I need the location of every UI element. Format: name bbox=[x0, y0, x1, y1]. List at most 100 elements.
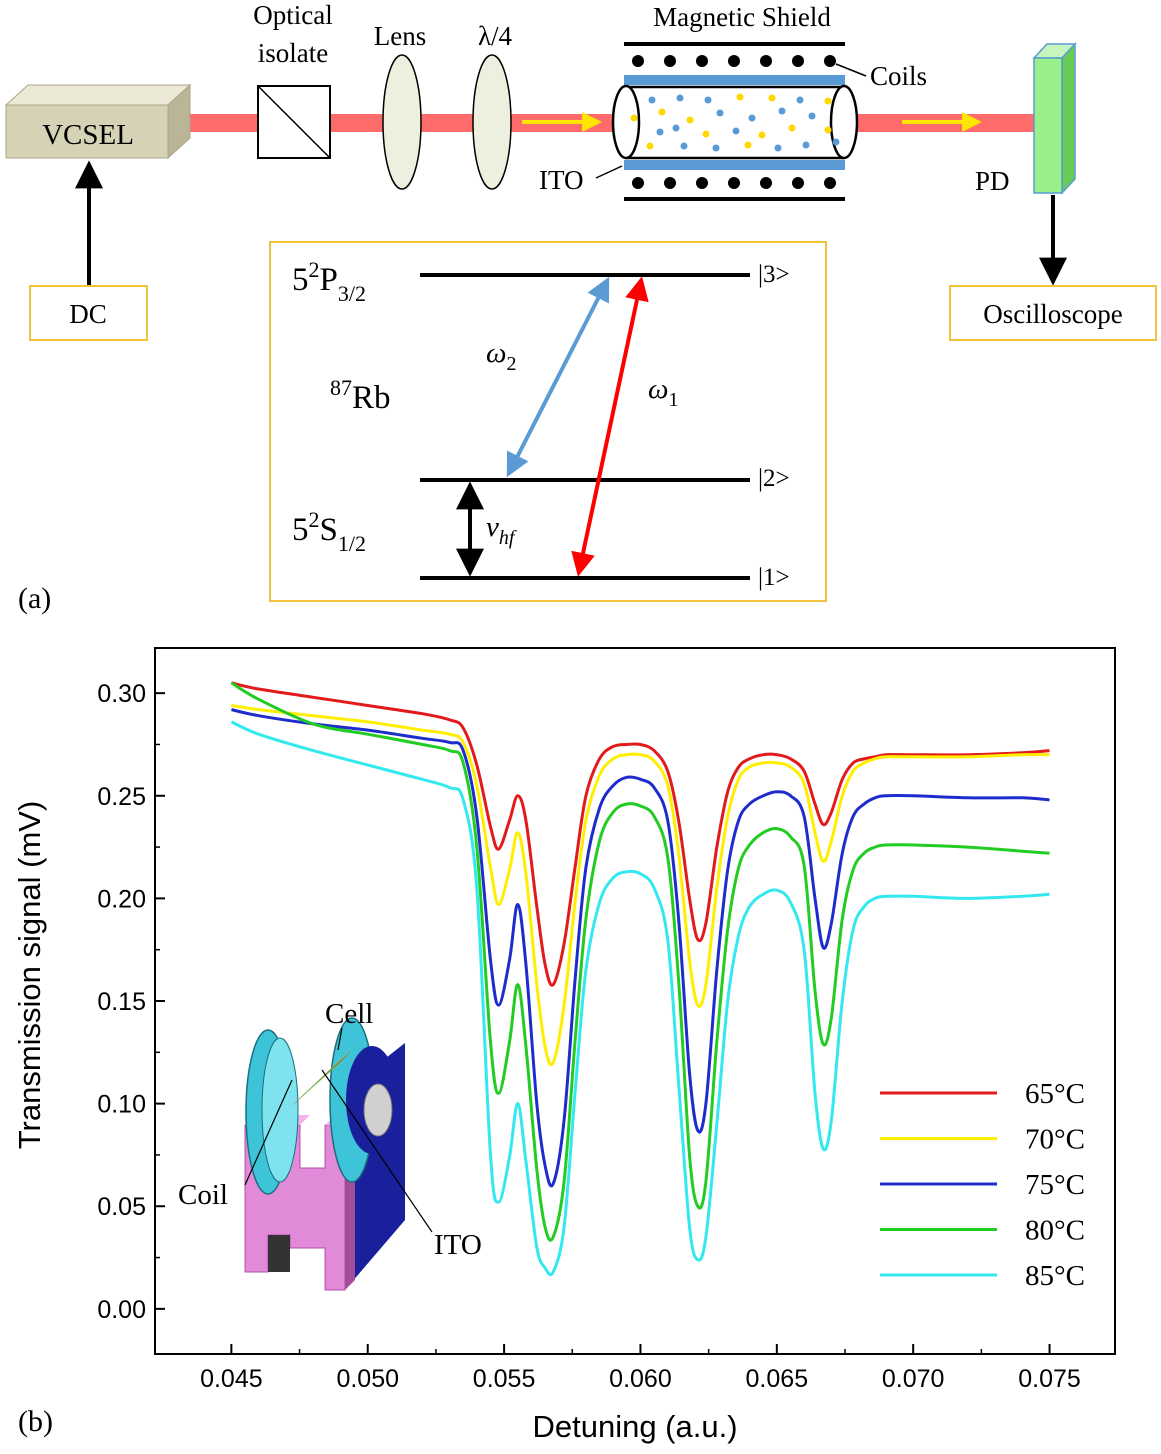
legend-label-2: 70°C bbox=[1025, 1124, 1085, 1156]
panel-b-label: (b) bbox=[18, 1405, 53, 1438]
rb-atom bbox=[802, 141, 810, 149]
y-tick-label: 0.05 bbox=[97, 1193, 146, 1221]
ito-label: ITO bbox=[539, 165, 584, 195]
rb-atom bbox=[704, 96, 712, 104]
s-level-label: 52S1/2 bbox=[292, 507, 366, 556]
coil-dot bbox=[760, 55, 772, 67]
coil-dots bbox=[632, 55, 836, 189]
omega1-label: ω1 bbox=[648, 373, 678, 411]
y-tick-label: 0.15 bbox=[97, 988, 146, 1016]
coils-leader bbox=[835, 63, 867, 77]
optical-isolator bbox=[257, 85, 331, 159]
x-tick-label: 0.055 bbox=[473, 1365, 536, 1393]
rb-atoms bbox=[630, 93, 840, 152]
y-tick-label: 0.30 bbox=[97, 680, 146, 708]
rb-atom bbox=[796, 96, 804, 104]
dc-label: DC bbox=[69, 299, 107, 329]
y-axis-label: Transmission signal (mV) bbox=[12, 801, 47, 1150]
vcsel-box: VCSEL bbox=[4, 83, 192, 160]
rb-atom bbox=[656, 128, 664, 136]
rb-atom bbox=[774, 144, 782, 152]
quarter-wave-plate bbox=[472, 54, 512, 190]
ito-leader bbox=[595, 165, 623, 179]
series-group bbox=[230, 681, 1050, 1277]
x-tick-label: 0.050 bbox=[336, 1365, 399, 1393]
nu-hf-label: νhf bbox=[486, 511, 517, 549]
rb-atom bbox=[832, 138, 840, 146]
optical-isolate-label-2: isolate bbox=[258, 38, 328, 68]
x-tick-label: 0.075 bbox=[1018, 1365, 1081, 1393]
coil-dot bbox=[792, 177, 804, 189]
legend-label-1: 65°C bbox=[1025, 1078, 1085, 1110]
legend-label-5: 85°C bbox=[1025, 1260, 1085, 1292]
x-tick-label: 0.045 bbox=[200, 1365, 263, 1393]
x-axis-label: Detuning (a.u.) bbox=[532, 1409, 737, 1444]
rb-atom bbox=[748, 114, 756, 122]
y-tick-label: 0.20 bbox=[97, 885, 146, 913]
legend-label-4: 80°C bbox=[1025, 1215, 1085, 1247]
coil-dot bbox=[632, 55, 644, 67]
panel-a-label: (a) bbox=[18, 582, 51, 615]
rb-atom bbox=[672, 124, 680, 132]
rb-atom bbox=[680, 142, 688, 150]
series-line-5 bbox=[230, 720, 1050, 1277]
rb-atom bbox=[648, 96, 656, 104]
rb-atom bbox=[824, 97, 832, 105]
coil-dot bbox=[728, 177, 740, 189]
rb-atom bbox=[808, 112, 816, 120]
rb-atom bbox=[824, 126, 832, 134]
series-line-1 bbox=[231, 681, 1050, 987]
rb-atom bbox=[732, 127, 740, 135]
optical-isolate-label-1: Optical bbox=[253, 0, 332, 30]
coil-dot bbox=[792, 55, 804, 67]
coil-dot bbox=[728, 55, 740, 67]
series-line-4 bbox=[230, 681, 1050, 1242]
rb-atom bbox=[702, 130, 710, 138]
rb-atom bbox=[646, 142, 654, 150]
state-1-label: |1> bbox=[758, 564, 790, 591]
coil-dot bbox=[824, 177, 836, 189]
rb-atom bbox=[712, 144, 720, 152]
coil-dot bbox=[696, 177, 708, 189]
photodiode bbox=[1032, 42, 1077, 195]
vcsel-label: VCSEL bbox=[42, 119, 134, 151]
ito-bar-bottom bbox=[624, 160, 845, 170]
omega1-arrow bbox=[571, 276, 649, 577]
y-tick-label: 0.00 bbox=[97, 1296, 146, 1324]
rb-atom bbox=[768, 94, 776, 102]
legend: 65°C70°C75°C80°C85°C bbox=[880, 1078, 1085, 1292]
rb-atom bbox=[778, 107, 786, 115]
rb-atom bbox=[676, 94, 684, 102]
dc-box bbox=[29, 285, 148, 341]
coils-label: Coils bbox=[870, 61, 927, 91]
inset-ito-label: ITO bbox=[434, 1229, 482, 1261]
inset-coil-label: Coil bbox=[178, 1179, 228, 1211]
panel-a-setup: VCSEL DC Optical isolate Lens λ/4 Magnet… bbox=[4, 0, 1157, 615]
inset-cell-label: Cell bbox=[325, 998, 373, 1030]
rb-atom bbox=[736, 93, 744, 101]
state-2-label: |2> bbox=[758, 465, 790, 492]
oscilloscope-box bbox=[949, 285, 1157, 341]
ito-bar-top bbox=[624, 75, 845, 85]
rb-atom bbox=[758, 131, 766, 139]
rb-atom bbox=[788, 124, 796, 132]
coil-dot bbox=[632, 177, 644, 189]
coil-dot bbox=[664, 177, 676, 189]
state-3-label: |3> bbox=[758, 261, 790, 288]
x-tick-label: 0.065 bbox=[746, 1365, 809, 1393]
y-tick-label: 0.25 bbox=[97, 783, 146, 811]
coil-dot bbox=[696, 55, 708, 67]
pd-label: PD bbox=[975, 166, 1010, 196]
coil-dot bbox=[760, 177, 772, 189]
lens-label: Lens bbox=[374, 21, 426, 51]
magnetic-shield bbox=[611, 42, 859, 201]
x-tick-label: 0.070 bbox=[882, 1365, 945, 1393]
vapor-cell bbox=[611, 84, 859, 160]
oscilloscope-label: Oscilloscope bbox=[983, 299, 1122, 329]
rb-atom bbox=[716, 109, 724, 117]
series-line-3 bbox=[231, 708, 1050, 1188]
quarter-wave-label: λ/4 bbox=[478, 21, 513, 51]
rb-atom bbox=[686, 116, 694, 124]
